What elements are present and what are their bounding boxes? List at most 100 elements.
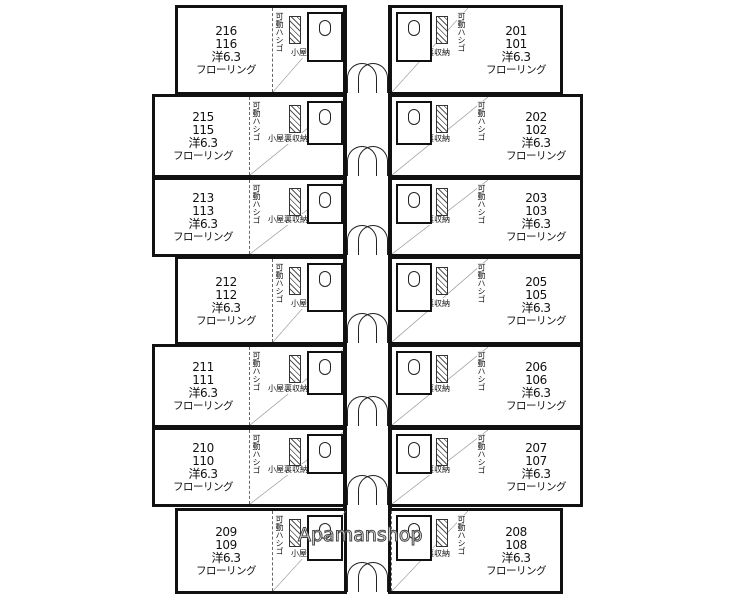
room-size: 洋6.3 [501, 551, 531, 565]
floor-type: フローリング [173, 481, 234, 493]
unit-lower-number: 102 [525, 123, 547, 137]
room-size: 洋6.3 [521, 136, 551, 150]
unit-lower-number: 115 [192, 123, 214, 137]
unit-upper-number: 209 [215, 525, 237, 539]
toilet-icon [408, 20, 420, 36]
floor-type: フローリング [506, 400, 567, 412]
unit-lower-number: 105 [525, 287, 547, 302]
floor-type: フローリング [196, 64, 257, 76]
unit-upper-number: 203 [525, 191, 547, 205]
ladder-label: 可動ハシゴ [252, 434, 261, 474]
attic-storage-label: 小屋裏収納 [268, 464, 308, 475]
corridor-wall-right [388, 5, 392, 510]
floor-type: フローリング [506, 314, 567, 327]
ladder-label: 可動ハシゴ [252, 101, 261, 141]
room-size: 洋6.3 [188, 467, 218, 481]
room-size: 洋6.3 [501, 50, 531, 64]
unit-lower-number: 109 [215, 538, 237, 552]
toilet-icon [408, 442, 420, 458]
attic-storage-label: 小屋裏収納 [268, 383, 308, 394]
toilet-icon [319, 20, 331, 36]
toilet-icon [408, 192, 420, 208]
unit-upper-number: 215 [192, 110, 214, 124]
room-size: 洋6.3 [211, 50, 241, 64]
room-size: 洋6.3 [188, 386, 218, 400]
bathroom [307, 12, 343, 62]
kitchen-counter [436, 355, 448, 383]
bathroom [307, 351, 343, 395]
floor-type: フローリング [506, 231, 567, 243]
toilet-icon [319, 442, 331, 458]
ladder-label: 可動ハシゴ [477, 351, 486, 391]
unit-lower-number: 113 [192, 204, 214, 218]
unit-upper-number: 207 [525, 441, 547, 455]
kitchen-counter [289, 355, 301, 383]
kitchen-counter [289, 105, 301, 133]
unit-lower-number: 112 [215, 287, 237, 302]
kitchen-counter [436, 438, 448, 466]
bathroom [396, 263, 432, 312]
floor-type: フローリング [196, 565, 257, 577]
floor-type: フローリング [486, 64, 547, 76]
ladder-label: 可動ハシゴ [252, 184, 261, 224]
bathroom [396, 434, 432, 474]
entrance-door-icon [358, 313, 388, 343]
bathroom [307, 184, 343, 224]
ladder-label: 可動ハシゴ [477, 184, 486, 224]
ladder-label: 可動ハシゴ [275, 515, 284, 555]
toilet-icon [319, 192, 331, 208]
toilet-icon [319, 523, 331, 539]
floor-type: フローリング [173, 231, 234, 243]
unit-upper-number: 205 [525, 274, 547, 289]
toilet-icon [319, 109, 331, 125]
unit-lower-number: 116 [215, 37, 237, 51]
toilet-icon [319, 271, 331, 287]
service-area: 小屋裏収納可動ハシゴ [249, 180, 346, 254]
bathroom [307, 434, 343, 474]
ladder-label: 可動ハシゴ [457, 515, 466, 555]
unit-upper-number: 201 [505, 24, 527, 38]
room-size: 洋6.3 [211, 551, 241, 565]
entrance-door-icon [358, 562, 388, 592]
unit-lower-number: 108 [505, 538, 527, 552]
room-size: 洋6.3 [211, 300, 241, 315]
unit-upper-number: 210 [192, 441, 214, 455]
kitchen-counter [436, 16, 448, 44]
entrance-door-icon [358, 396, 388, 426]
toilet-icon [319, 359, 331, 375]
service-area: 小屋裏収納可動ハシゴ [249, 430, 346, 504]
kitchen-counter [289, 519, 301, 547]
bathroom [307, 101, 343, 145]
toilet-icon [408, 523, 420, 539]
unit-upper-number: 212 [215, 274, 237, 289]
room-size: 洋6.3 [188, 136, 218, 150]
unit-upper-number: 206 [525, 360, 547, 374]
ladder-label: 可動ハシゴ [477, 101, 486, 141]
kitchen-counter [436, 519, 448, 547]
ladder-label: 可動ハシゴ [252, 351, 261, 391]
bathroom [396, 351, 432, 395]
unit-upper-number: 202 [525, 110, 547, 124]
entrance-door-icon [358, 225, 388, 255]
bathroom [307, 263, 343, 312]
attic-storage-label: 小屋裏収納 [268, 214, 308, 225]
